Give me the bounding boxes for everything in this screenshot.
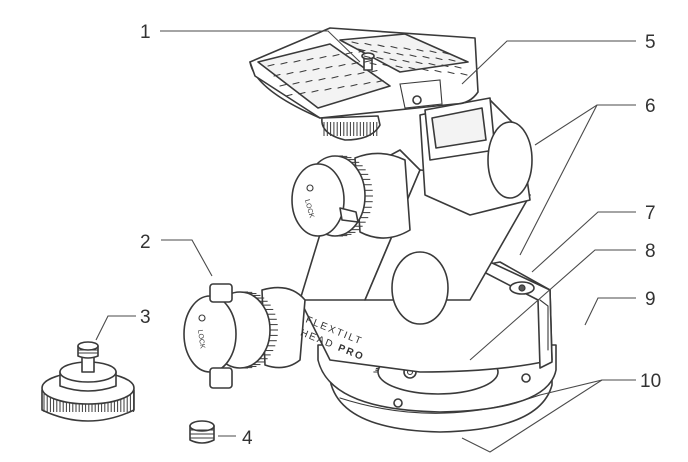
thread-insert bbox=[189, 420, 215, 444]
callout-10: 10 bbox=[640, 371, 661, 392]
callout-6: 6 bbox=[645, 96, 656, 117]
quick-release-plate bbox=[249, 27, 479, 141]
callout-5: 5 bbox=[645, 32, 656, 53]
plate-knob-knurl bbox=[323, 122, 378, 136]
callout-3: 3 bbox=[140, 307, 151, 328]
callout-9: 9 bbox=[645, 289, 656, 310]
callout-8: 8 bbox=[645, 241, 656, 262]
callout-2: 2 bbox=[140, 232, 151, 253]
lower-lock-knob: LOCK bbox=[183, 283, 306, 389]
callout-numbers: 1 2 3 4 5 6 7 8 9 10 bbox=[140, 22, 661, 449]
lower-knob-knurl bbox=[240, 291, 278, 369]
callout-1: 1 bbox=[140, 22, 151, 43]
leader-lines bbox=[95, 30, 636, 453]
screw-adapter bbox=[41, 341, 135, 422]
upper-knob-knurl bbox=[335, 155, 373, 237]
plate-grip-texture bbox=[267, 41, 468, 97]
upper-knob-lock-label: LOCK bbox=[303, 199, 315, 220]
callout-7: 7 bbox=[645, 203, 656, 224]
callout-4: 4 bbox=[242, 428, 253, 449]
upper-tilt-knob: LOCK bbox=[291, 152, 411, 239]
lower-knob-lock-label: LOCK bbox=[196, 329, 206, 349]
hex-key bbox=[576, 320, 594, 380]
